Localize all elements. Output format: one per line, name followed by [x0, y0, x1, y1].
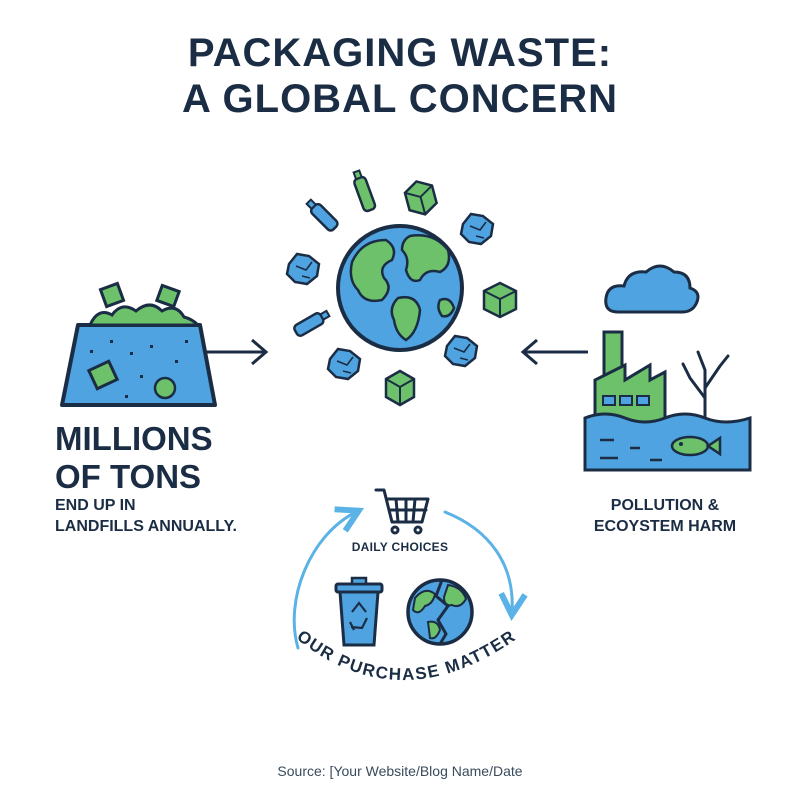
crumpled-paper-icon [326, 347, 362, 381]
landfill-icon [60, 281, 217, 407]
plastic-bottle-icon [352, 169, 377, 213]
page-title: PACKAGING WASTE: A GLOBAL CONCERN [0, 30, 800, 122]
cardboard-box-icon [403, 180, 439, 216]
pollution-line-2: ECOYSTEM HARM [593, 518, 737, 535]
crumpled-paper-icon [459, 212, 495, 246]
dead-tree-icon [681, 350, 730, 434]
pollution-label: POLLUTION & ECOYSTEM HARM [565, 495, 765, 537]
sub-line-1: END UP IN [55, 497, 136, 514]
pollution-line-1: POLLUTION & [610, 497, 720, 514]
crumpled-paper-icon [285, 252, 321, 286]
smoke-cloud-icon [604, 264, 700, 314]
cardboard-box-icon [482, 281, 518, 319]
title-line-1: PACKAGING WASTE: [187, 31, 613, 75]
shopping-cart-icon [374, 488, 430, 535]
cardboard-box-icon [384, 369, 416, 407]
stat-line-2: OF TONS [55, 458, 202, 495]
title-line-2: A GLOBAL CONCERN [182, 77, 618, 121]
plastic-bottle-icon [305, 198, 339, 232]
globe-icon [336, 224, 464, 352]
stat-line-1: MILLIONS [55, 420, 213, 457]
landfill-description: END UP IN LANDFILLS ANNUALLY. [55, 495, 237, 537]
cracked-globe-icon [406, 578, 474, 646]
millions-of-tons-heading: MILLIONS OF TONS [55, 420, 213, 496]
fish-icon [670, 435, 722, 457]
water-icon [583, 412, 752, 472]
source-footnote: Source: [Your Website/Blog Name/Date [277, 763, 523, 779]
plastic-bottle-icon [293, 309, 331, 337]
cycle-arrows [292, 512, 512, 650]
crumpled-paper-icon [443, 334, 479, 368]
recycle-bin-icon [334, 576, 384, 647]
arrow-to-globe-right [520, 338, 588, 366]
daily-choices-label: DAILY CHOICES [351, 540, 449, 554]
sub-line-2: LANDFILLS ANNUALLY. [55, 518, 237, 535]
factory-icon [593, 330, 667, 424]
arrow-to-globe-left [204, 338, 269, 366]
